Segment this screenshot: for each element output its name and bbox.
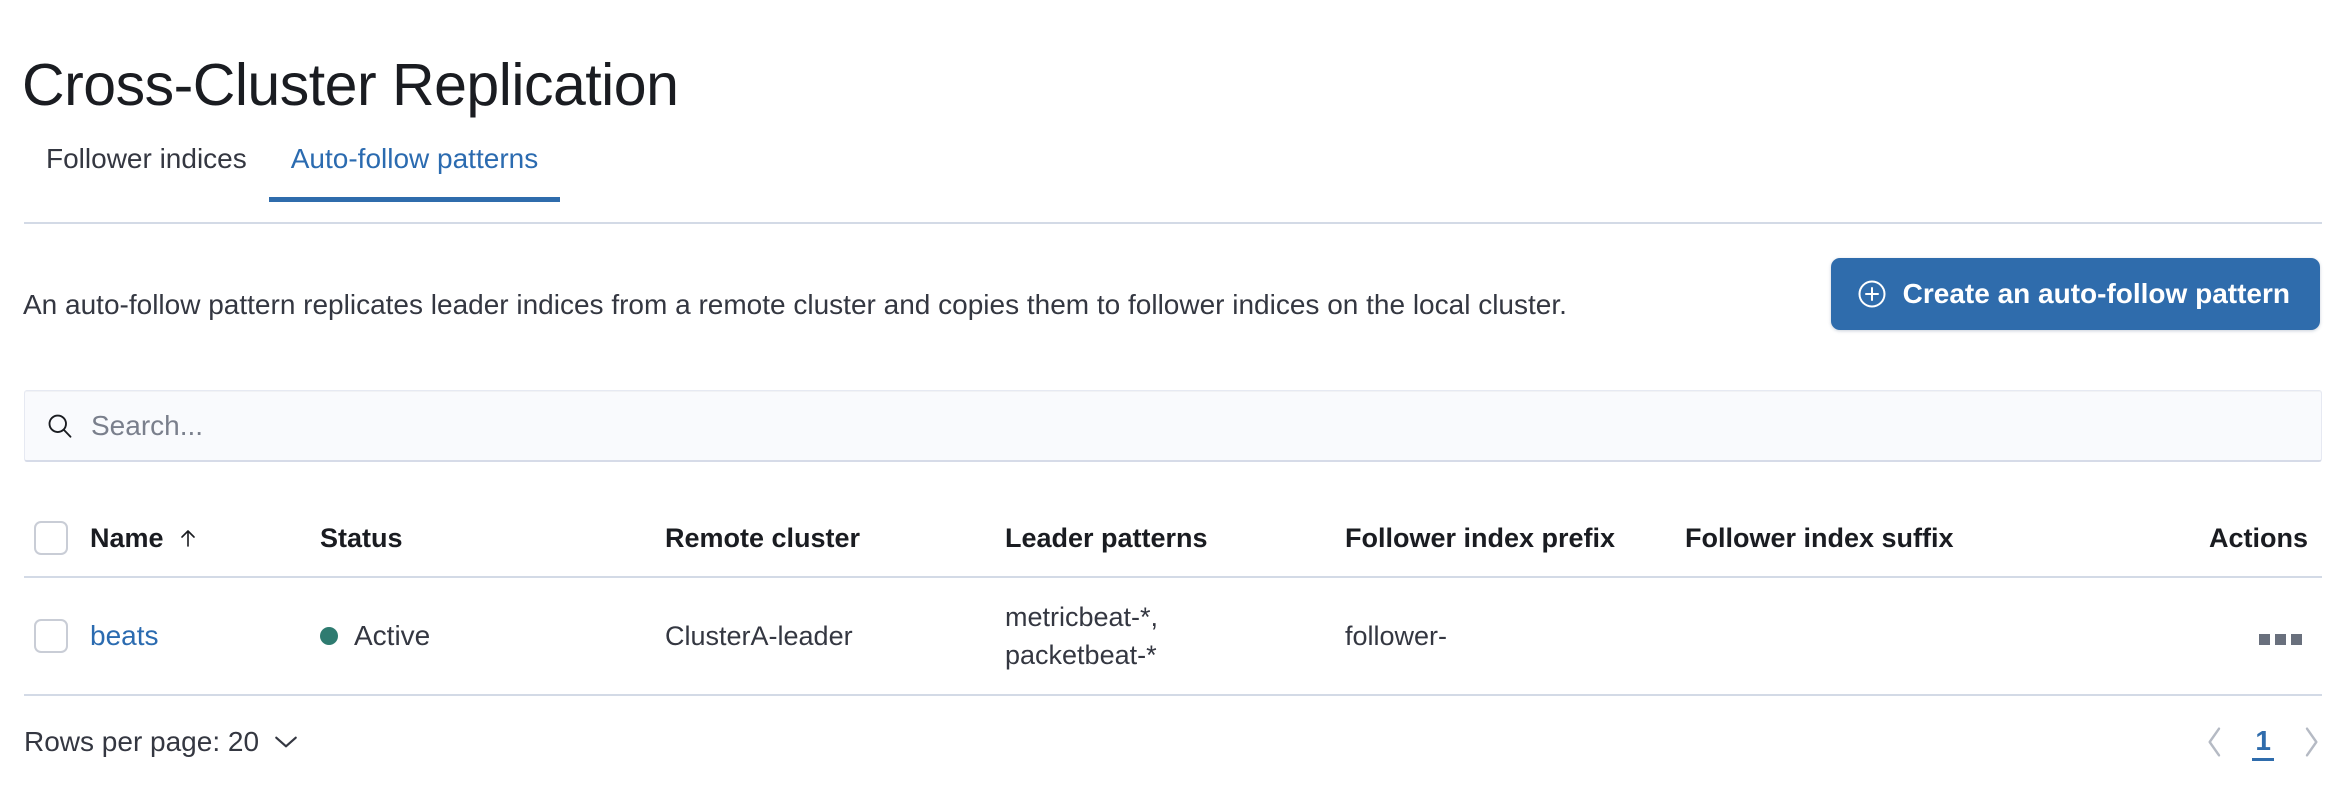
column-header-label: Name: [90, 523, 164, 553]
tab-label: Auto-follow patterns: [290, 143, 539, 174]
column-header-label: Follower index suffix: [1685, 523, 1954, 553]
create-auto-follow-pattern-button[interactable]: Create an auto-follow pattern: [1830, 258, 2320, 330]
auto-follow-patterns-table: Name Status Remote cluster Leader patter…: [24, 500, 2322, 696]
search-bar[interactable]: [24, 390, 2322, 462]
column-header-label: Follower index prefix: [1345, 523, 1616, 553]
rows-per-page-selector[interactable]: Rows per page: 20: [24, 726, 299, 758]
table-row: beats Active ClusterA-leader metricbeat-…: [24, 578, 2322, 696]
tab-follower-indices[interactable]: Follower indices: [24, 132, 269, 202]
tab-bar: Follower indices Auto-follow patterns: [24, 132, 561, 202]
cell-name: beats: [82, 617, 312, 655]
column-header-label: Actions: [2208, 523, 2308, 553]
column-header-status: Status: [312, 519, 657, 557]
column-header-follower-index-suffix: Follower index suffix: [1677, 519, 2087, 557]
pagination-page-1[interactable]: 1: [2252, 724, 2274, 761]
plus-in-circle-icon: [1858, 280, 1886, 308]
tab-bar-divider: [24, 222, 2322, 224]
cell-follower-index-prefix: follower-: [1345, 621, 1448, 651]
table-header-row: Name Status Remote cluster Leader patter…: [24, 500, 2322, 578]
chevron-down-icon: [275, 736, 297, 748]
status-badge: Active: [320, 617, 649, 655]
column-header-label: Status: [320, 523, 403, 553]
select-all-checkbox[interactable]: [34, 521, 68, 555]
chevron-left-icon[interactable]: [2204, 726, 2226, 758]
pattern-name-link[interactable]: beats: [90, 620, 159, 651]
tab-auto-follow-patterns[interactable]: Auto-follow patterns: [268, 132, 561, 202]
column-header-label: Remote cluster: [665, 523, 861, 553]
more-actions-icon[interactable]: [2253, 628, 2308, 651]
chevron-right-icon[interactable]: [2300, 726, 2322, 758]
column-header-name[interactable]: Name: [82, 519, 312, 557]
status-label: Active: [354, 620, 431, 651]
table-footer: Rows per page: 20 1: [24, 712, 2322, 772]
column-header-label: Leader patterns: [1005, 523, 1208, 553]
tab-label: Follower indices: [46, 143, 247, 174]
search-input[interactable]: [91, 409, 2301, 442]
row-select-cell: [24, 619, 82, 653]
cell-status: Active: [312, 617, 657, 655]
select-all-cell: [24, 521, 82, 555]
row-checkbox[interactable]: [34, 619, 68, 653]
cell-remote-cluster: ClusterA-leader: [665, 621, 853, 651]
page-title: Cross-Cluster Replication: [22, 51, 679, 118]
pagination: 1: [2204, 724, 2322, 761]
search-icon: [48, 414, 72, 438]
cell-actions: [2087, 617, 2322, 655]
rows-per-page-label: Rows per page: 20: [24, 726, 260, 757]
column-header-follower-index-prefix: Follower index prefix: [1337, 519, 1677, 557]
column-header-actions: Actions: [2087, 519, 2322, 557]
arrow-up-icon: [180, 530, 195, 547]
column-header-leader-patterns: Leader patterns: [997, 519, 1337, 557]
create-auto-follow-pattern-label: Create an auto-follow pattern: [1902, 278, 2290, 309]
page-description: An auto-follow pattern replicates leader…: [23, 289, 1567, 320]
cell-leader-patterns: metricbeat-*, packetbeat-*: [1005, 602, 1159, 670]
status-dot-icon: [320, 627, 338, 645]
column-header-remote-cluster: Remote cluster: [657, 519, 997, 557]
